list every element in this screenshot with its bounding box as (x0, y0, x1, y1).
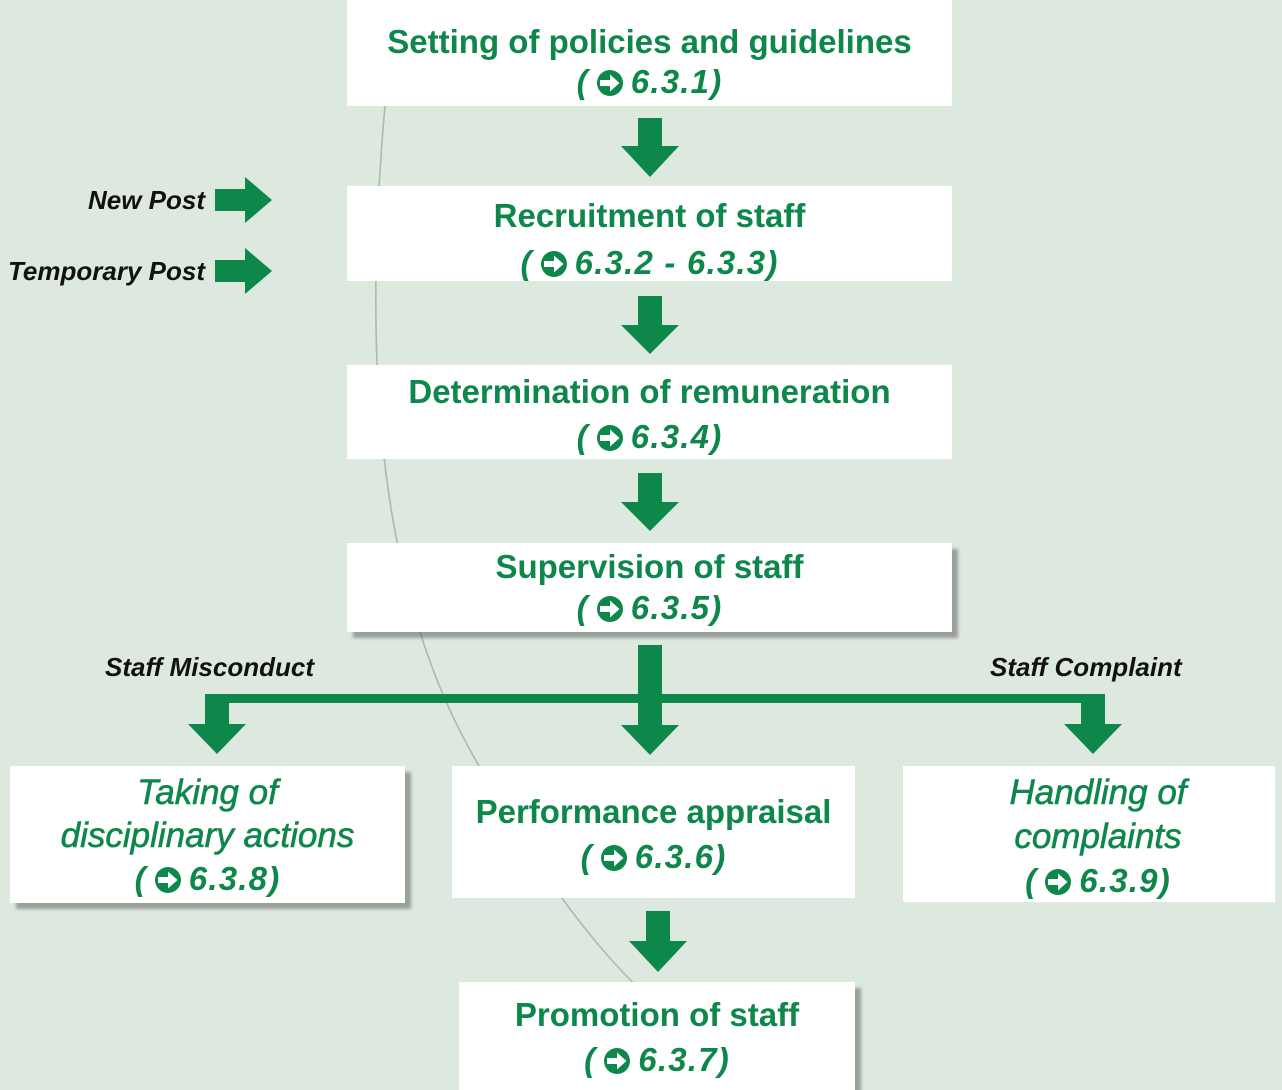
reference-open-paren: ( (576, 63, 589, 100)
circle-arrow-right-icon (596, 595, 624, 623)
box-title-line: Handling of (1009, 773, 1187, 813)
reference-close-paren: ) (710, 63, 723, 100)
arrow-down-to-discipline (188, 694, 246, 754)
circle-arrow-right-icon (1044, 868, 1072, 896)
reference-open-paren: ( (134, 860, 147, 897)
reference-close-paren: ) (766, 244, 779, 281)
reference-section: 6.3.4 (630, 418, 711, 455)
staff-complaint-label: Staff Complaint (990, 652, 1182, 682)
reference-section: 6.3.5 (630, 589, 711, 626)
box-title-line: Taking of (137, 773, 278, 813)
box-reference: (6.3.9) (921, 859, 1275, 903)
arrow-right-temporary-post (215, 248, 272, 294)
reference-open-paren: ( (584, 1041, 597, 1078)
circle-arrow-right-icon (154, 866, 182, 894)
reference-section: 6.3.1 (630, 63, 711, 100)
arrow-down-to-complaints (1064, 694, 1122, 754)
new-post-label: New Post (87, 185, 205, 215)
box-reference: (6.3.8) (10, 857, 405, 900)
reference-section: 6.3.2 - 6.3.3 (574, 244, 767, 281)
reference-open-paren: ( (576, 418, 589, 455)
box-title: Recruitment of staff (493, 197, 806, 234)
box-performance-appraisal: Performance appraisal (6.3.6) (452, 766, 855, 898)
box-reference: (6.3.6) (452, 834, 855, 879)
circle-arrow-right-icon (600, 844, 628, 872)
reference-open-paren: ( (1025, 862, 1038, 899)
circle-arrow-right-icon (540, 250, 568, 278)
reference-close-paren: ) (710, 418, 723, 455)
box-reference: (6.3.4) (347, 414, 952, 459)
box-title: Supervision of staff (495, 548, 804, 585)
reference-close-paren: ) (710, 589, 723, 626)
reference-section: 6.3.8 (188, 860, 269, 897)
reference-close-paren: ) (717, 1041, 730, 1078)
box-title: Determination of remuneration (408, 373, 891, 410)
arrow-down-remuneration-to-supervision (621, 473, 679, 531)
circle-arrow-right-icon (596, 424, 624, 452)
box-reference: (6.3.2 - 6.3.3) (347, 239, 952, 286)
reference-close-paren: ) (714, 838, 727, 875)
box-reference: (6.3.1) (347, 62, 952, 102)
box-promotion-of-staff: Promotion of staff (6.3.7) (459, 982, 855, 1090)
reference-open-paren: ( (520, 244, 533, 281)
box-setting-of-policies: Setting of policies and guidelines (6.3.… (347, 0, 952, 106)
arrow-down-appraisal-to-promotion (629, 911, 687, 972)
circle-arrow-right-icon (596, 69, 624, 97)
reference-section: 6.3.7 (638, 1041, 718, 1078)
reference-section: 6.3.6 (634, 838, 715, 875)
arrow-right-new-post (215, 177, 272, 223)
reference-close-paren: ) (268, 860, 281, 897)
box-title: Setting of policies and guidelines (387, 23, 912, 60)
box-determination-of-remuneration: Determination of remuneration (6.3.4) (347, 365, 952, 459)
staff-misconduct-label: Staff Misconduct (105, 652, 314, 682)
reference-open-paren: ( (580, 838, 593, 875)
reference-open-paren: ( (576, 589, 589, 626)
box-handling-of-complaints: Handling of complaints (6.3.9) (903, 766, 1275, 902)
circle-arrow-right-icon (603, 1047, 631, 1075)
arrow-down-policies-to-recruitment (621, 118, 679, 177)
reference-section: 6.3.9 (1079, 862, 1159, 899)
reference-close-paren: ) (1158, 862, 1171, 899)
box-taking-of-disciplinary-actions: Taking of disciplinary actions (6.3.8) (10, 766, 405, 903)
box-reference: (6.3.5) (347, 587, 952, 628)
box-title-line: disciplinary actions (60, 816, 355, 856)
box-title: Promotion of staff (514, 996, 800, 1033)
temporary-post-label: Temporary Post (8, 256, 205, 286)
box-title-line: complaints (1014, 817, 1182, 857)
arrow-down-recruitment-to-remuneration (621, 296, 679, 354)
box-supervision-of-staff: Supervision of staff (6.3.5) (347, 543, 952, 632)
box-title: Performance appraisal (475, 793, 832, 830)
box-reference: (6.3.7) (459, 1037, 855, 1082)
box-recruitment-of-staff: Recruitment of staff (6.3.2 - 6.3.3) (347, 186, 952, 281)
arrow-down-supervision-to-appraisal (621, 645, 679, 755)
